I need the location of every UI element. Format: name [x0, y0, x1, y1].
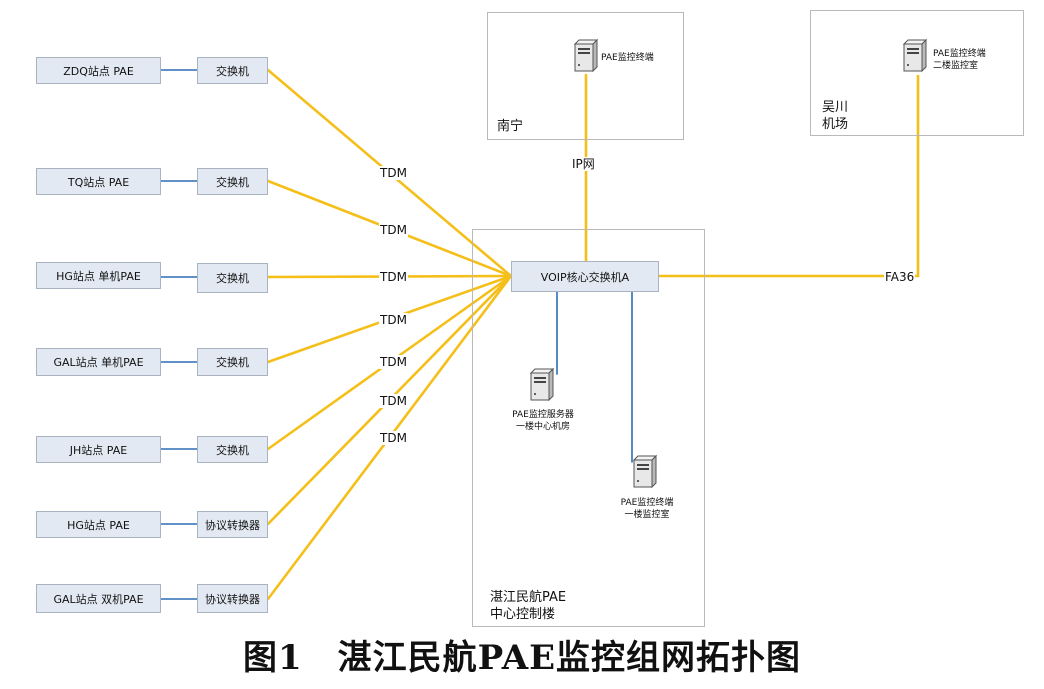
server-icon [902, 38, 928, 72]
wuchuan-terminal-label: PAE监控终端 二楼监控室 [933, 49, 986, 71]
region-wuchuan-airport [810, 10, 1024, 136]
monitoring-server-label: PAE监控服务器 一楼中心机房 [512, 410, 574, 432]
server-icon [573, 38, 599, 72]
tdm-link-label: TDM [379, 431, 408, 445]
fa36-link [659, 75, 920, 278]
region-core-control-building [472, 229, 705, 627]
region-wuchuan-label: 吴川 机场 [822, 100, 849, 132]
figure-caption: 图1 湛江民航PAE监控组网拓扑图 [242, 638, 802, 678]
voip-core-switch: VOIP核心交换机A [511, 261, 659, 292]
tdm-link-label: TDM [379, 355, 408, 369]
station-pae-box: ZDQ站点 PAE [36, 57, 161, 84]
server-icon [529, 367, 555, 401]
station-pae-box: HG站点 单机PAE [36, 262, 161, 289]
station-device-box: 协议转换器 [197, 584, 268, 613]
station-device-box: 交换机 [197, 57, 268, 84]
region-nanning-label: 南宁 [497, 119, 524, 134]
region-core-label: 湛江民航PAE 中心控制楼 [490, 590, 567, 622]
tdm-link-label: TDM [379, 313, 408, 327]
station-device-box: 交换机 [197, 348, 268, 376]
tdm-link-label: TDM [379, 270, 408, 284]
station-device-box: 交换机 [197, 168, 268, 195]
ip-network-link-label: IP网 [571, 157, 596, 171]
station-device-box: 交换机 [197, 436, 268, 463]
tdm-link-label: TDM [379, 394, 408, 408]
station-pae-box: HG站点 PAE [36, 511, 161, 538]
tdm-link-label: TDM [379, 166, 408, 180]
station-pae-box: GAL站点 单机PAE [36, 348, 161, 376]
server-icon [632, 454, 658, 488]
fa36-link-label: FA36 [884, 270, 916, 284]
region-nanning [487, 12, 684, 140]
station-device-box: 协议转换器 [197, 511, 268, 538]
station-pae-box: GAL站点 双机PAE [36, 584, 161, 613]
station-device-box: 交换机 [197, 263, 268, 293]
tdm-link-label: TDM [379, 223, 408, 237]
monitoring-terminal-label: PAE监控终端 一楼监控室 [620, 498, 674, 520]
station-pae-box: TQ站点 PAE [36, 168, 161, 195]
station-pae-box: JH站点 PAE [36, 436, 161, 463]
nanning-terminal-label: PAE监控终端 [601, 53, 654, 63]
